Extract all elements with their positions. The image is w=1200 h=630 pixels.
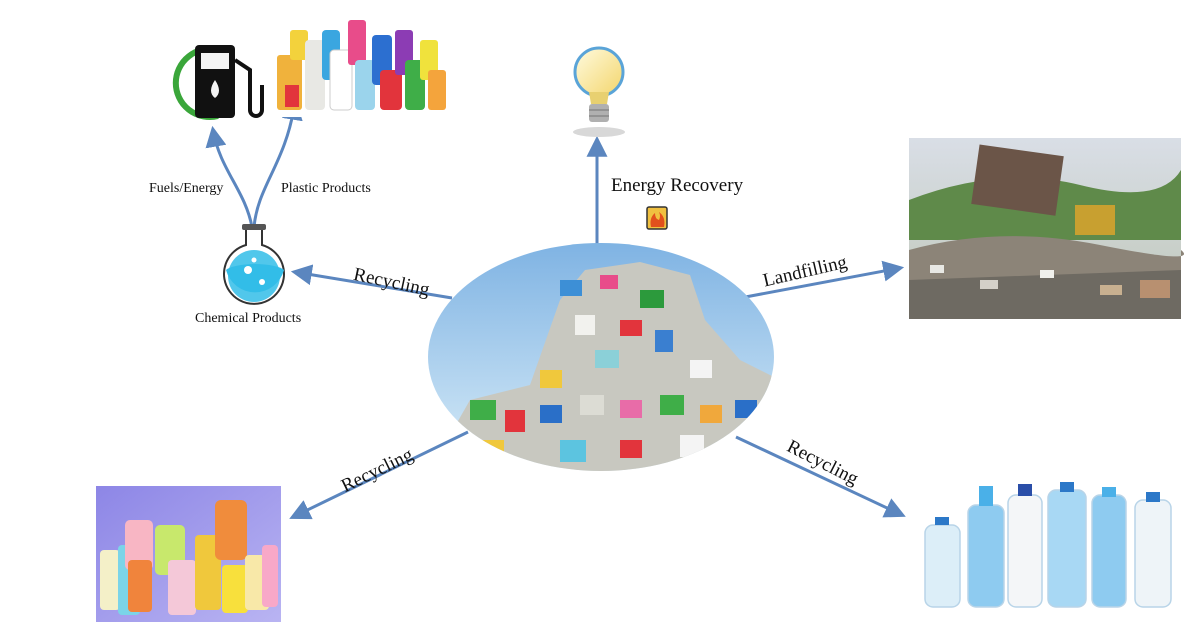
plastic-products-image: [275, 5, 450, 117]
arrows: [205, 98, 906, 520]
label-energy-recovery: Energy Recovery: [611, 175, 744, 196]
colorful-bottles-image: [96, 486, 281, 622]
central-waste-pile-image: [428, 243, 774, 471]
arrow-to-plastic-products: [252, 98, 303, 228]
label-fuels-energy: Fuels/Energy: [149, 181, 224, 196]
label-chemical-products: Chemical Products: [195, 311, 302, 326]
landfill-image: [909, 138, 1185, 319]
arrow-to-bottom-left-products: [289, 430, 469, 520]
label-plastic-products: Plastic Products: [281, 181, 371, 196]
fire-icon: [646, 206, 668, 230]
light-bulb-icon: [573, 46, 625, 137]
arrow-to-bottles: [735, 435, 906, 518]
flask-icon: [223, 224, 285, 305]
fuel-pump-icon: [172, 45, 264, 120]
arrow-to-landfilling: [739, 260, 905, 300]
arrow-to-fuel: [205, 125, 254, 228]
arrow-to-chemical-products: [290, 264, 453, 300]
water-bottles-image: [920, 480, 1180, 610]
